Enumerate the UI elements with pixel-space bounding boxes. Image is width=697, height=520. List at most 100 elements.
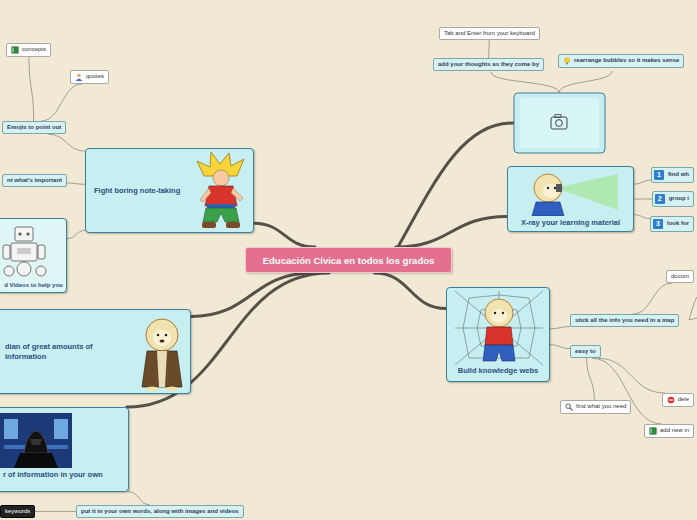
leader-line [689,297,697,320]
node-text: group i [669,195,689,202]
illustration-shape [494,312,496,314]
camera-box-inner [520,98,599,148]
node-text: find wh [668,171,689,178]
illustration-shape [203,208,239,222]
node-text: quotes [86,73,104,80]
leader-line [491,72,559,93]
subtopic-tag: rearrange bubbles so it makes sense [558,54,684,68]
leaf-tag: quotes [70,70,109,84]
illustration-shape [3,227,46,276]
camera-icon [551,117,567,129]
leaf-tag: Tab and Enter from your keyboard [439,27,540,40]
node-text: stick all the info you need in a map [575,317,674,324]
illustration-shape [556,174,618,210]
illustration-shape [146,319,178,351]
illustration-shape [54,419,68,439]
branch-box: dian of great amounts of information [0,309,191,394]
central-topic: Educación Cívica en todos los grados [245,247,452,273]
subtopic-tag: nt what's important [2,174,67,187]
node-text: dian of great amounts of information [5,342,134,361]
illustration-shape [534,174,562,202]
branch-connector [127,273,329,407]
illustration-shape [564,58,569,63]
illustration-shape [502,312,504,314]
illustration-shape [160,339,165,342]
illustration-shape [30,439,42,445]
branch-connector [592,358,661,424]
emoji-icon [565,403,573,411]
branch-connector [41,84,81,121]
node-text: Build knowledge webs [458,366,538,375]
illustration-shape [77,74,81,78]
subtopic-tag: 3look for [650,216,694,232]
illustration-shape [146,387,158,392]
illustration-shape [165,334,168,337]
leaf-tag: find what you need [560,400,631,414]
subtopic-tag: 1 find wh [651,167,694,183]
node-text: add new in [660,427,689,434]
illustration-shape [11,243,37,261]
illustration-shape [205,186,237,206]
character-illustration [455,291,543,365]
illustration-shape [157,334,160,337]
subtopic-tag: stick all the info you need in a map [570,314,679,327]
illustration-shape [15,227,33,241]
keyword-tag: keywords [0,505,35,518]
node-text: docum [671,273,689,280]
illustration-shape [483,345,515,361]
node-text: easy to [575,348,596,355]
illustration-shape [12,47,18,53]
leaf-tag: dele [662,393,694,407]
illustration-shape [207,204,235,208]
illustration-shape [650,429,652,434]
emoji-icon [563,57,571,65]
node-text: rearrange bubbles so it makes sense [574,57,679,64]
illustration-shape [455,291,543,365]
illustration-shape [650,428,656,434]
node-text: add your thoughts as they come by [438,61,539,68]
illustration-shape [485,327,513,345]
illustration-shape [142,351,182,387]
branch-box: Build knowledge webs [446,287,550,382]
branch-connector [634,199,652,200]
node-text: find what you need [576,403,626,410]
illustration-shape [491,309,507,323]
branch-connector [634,180,651,184]
branch-connector [550,345,570,349]
node-text: r of information in your own [3,470,103,479]
illustration-shape [556,184,562,192]
branch-connector [67,230,85,238]
branch-connector [633,283,672,314]
illustration-shape [4,266,14,276]
illustration-shape [570,408,573,411]
illustration-shape [12,48,14,53]
character-illustration [526,170,618,216]
illustration-shape [554,187,556,189]
character-illustration [137,315,187,391]
illustration-shape [24,431,48,453]
node-text: Fight boring note-taking [94,186,180,195]
branch-connector [587,358,595,400]
leaf-tag: docum [666,270,694,283]
callout-number: 3 [653,219,663,229]
illustration-shape [18,232,21,235]
illustration-shape [38,245,45,259]
node-text: concepts [22,46,46,53]
emoji-icon [75,73,83,81]
leaf-tag: add new in [644,424,694,438]
branch-connector [48,134,85,151]
illustration-shape [26,232,29,235]
subtopic-tag: Emojis to point out [2,121,66,134]
callout-number: 1 [654,170,664,180]
camera-box [514,93,605,153]
emoji-icon [11,46,19,54]
illustration-shape [213,170,229,186]
leaf-tag: concepts [6,43,51,57]
emoji-icon [649,427,657,435]
illustration-shape [547,187,549,189]
subtopic-tag: 2group i [652,191,694,207]
node-text: put it in your own words, along with ima… [81,508,239,515]
character-illustration [194,152,250,230]
node-text: d Videos to help you [4,282,63,290]
node-text: Tab and Enter from your keyboard [444,30,535,37]
